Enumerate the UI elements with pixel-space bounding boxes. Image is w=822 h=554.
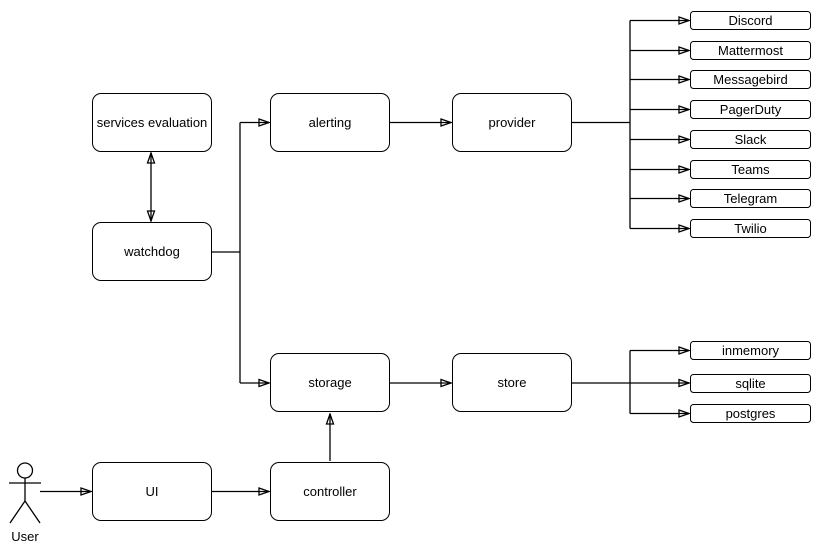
node-provider[interactable]: provider (452, 93, 572, 152)
leaf-label: postgres (725, 406, 776, 421)
node-label: provider (488, 115, 536, 130)
leaf-label: Discord (728, 13, 773, 28)
node-label: watchdog (124, 244, 180, 259)
leaf-label: inmemory (721, 343, 780, 358)
leaf-label: PagerDuty (719, 102, 782, 117)
leaf-messagebird[interactable]: Messagebird (690, 70, 811, 89)
node-label: controller (303, 484, 357, 499)
user-actor-icon[interactable] (9, 462, 41, 524)
node-label: storage (308, 375, 352, 390)
node-ui[interactable]: UI (92, 462, 212, 521)
leaf-telegram[interactable]: Telegram (690, 189, 811, 208)
node-label: services evaluation (96, 115, 208, 130)
leaf-label: Telegram (723, 191, 778, 206)
leaf-label: sqlite (735, 375, 766, 391)
node-label: store (497, 375, 527, 390)
node-label: UI (145, 484, 159, 499)
node-watchdog[interactable]: watchdog (92, 222, 212, 281)
leaf-slack[interactable]: Slack (690, 130, 811, 149)
leaf-teams[interactable]: Teams (690, 160, 811, 179)
node-controller[interactable]: controller (270, 462, 390, 521)
leaf-postgres[interactable]: postgres (690, 404, 811, 423)
node-store[interactable]: store (452, 353, 572, 412)
leaf-label: Twilio (734, 221, 767, 236)
leaf-inmemory[interactable]: inmemory (690, 341, 811, 360)
leaf-label: Mattermost (717, 43, 783, 58)
edge-store-backends (572, 351, 689, 414)
edge-provider-backends (572, 21, 689, 229)
leaf-sqlite[interactable]: sqlite (690, 373, 811, 393)
leaf-discord[interactable]: Discord (690, 11, 811, 30)
leaf-mattermost[interactable]: Mattermost (690, 41, 811, 60)
node-alerting[interactable]: alerting (270, 93, 390, 152)
leaf-label: Slack (734, 132, 767, 147)
leaf-label: Messagebird (713, 72, 788, 87)
user-actor-label: User (11, 529, 39, 544)
edge-watchdog-branch (212, 123, 269, 384)
leaf-pagerduty[interactable]: PagerDuty (690, 100, 811, 119)
leaf-twilio[interactable]: Twilio (690, 219, 811, 238)
node-services-evaluation[interactable]: services evaluation (92, 93, 212, 152)
node-label: alerting (308, 115, 352, 130)
leaf-label: Teams (731, 162, 770, 177)
node-storage[interactable]: storage (270, 353, 390, 412)
